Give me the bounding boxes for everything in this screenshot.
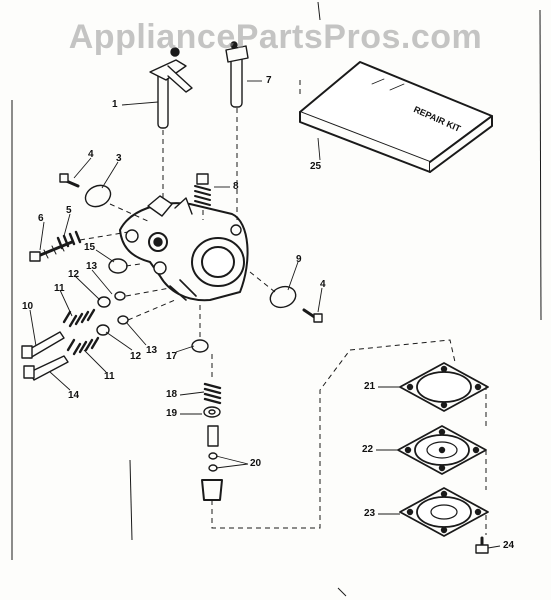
part-washer-19 — [203, 406, 221, 418]
part-spring-8 — [194, 173, 211, 206]
callout-9: 9 — [296, 254, 302, 265]
callout-13-lower: 13 — [146, 345, 158, 356]
part-choke-plate-9 — [269, 285, 297, 309]
part-spring-5 — [56, 230, 82, 250]
callout-11-upper: 11 — [54, 283, 65, 294]
part-throttle-plate-3 — [84, 184, 112, 208]
part-o-ring-12-upper — [97, 296, 111, 308]
part-spring-11-upper — [62, 308, 96, 328]
callout-4-right: 4 — [320, 279, 326, 290]
part-washer-13-upper — [114, 291, 126, 301]
callout-20: 20 — [250, 458, 262, 469]
callout-4-upper: 4 — [88, 149, 94, 160]
callout-7: 7 — [266, 75, 272, 86]
callout-13-upper: 13 — [86, 261, 98, 272]
part-screw-4-upper — [59, 173, 80, 188]
callout-19: 19 — [166, 408, 178, 419]
part-spring-11-lower — [66, 336, 100, 356]
part-spring-18 — [203, 382, 222, 405]
callout-11-lower: 11 — [104, 371, 115, 382]
callout-12-lower: 12 — [130, 351, 142, 362]
part-carburetor-body — [119, 195, 249, 302]
callout-14: 14 — [68, 390, 80, 401]
callout-23: 23 — [364, 508, 376, 519]
callout-25: 25 — [310, 161, 322, 172]
leader-lines — [29, 80, 501, 549]
part-o-ring-12-lower — [96, 324, 110, 336]
callout-6: 6 — [38, 213, 44, 224]
callout-10: 10 — [22, 301, 34, 312]
part-diaphragm-22 — [397, 425, 487, 475]
part-valve-20 — [201, 425, 223, 501]
callout-15: 15 — [84, 242, 96, 253]
assembly-guide-lines — [79, 80, 487, 535]
callout-18: 18 — [166, 389, 178, 400]
callout-1: 1 — [112, 99, 118, 110]
margin-lines — [11, 1, 542, 597]
part-screw-24 — [475, 536, 489, 554]
part-plug-17 — [191, 339, 209, 353]
callout-3: 3 — [116, 153, 122, 164]
callout-21: 21 — [364, 381, 376, 392]
part-repair-kit — [299, 61, 493, 173]
part-choke-shaft — [225, 41, 249, 108]
part-needle-10 — [21, 331, 65, 359]
part-gasket-21 — [399, 362, 489, 412]
part-cover-23 — [399, 487, 489, 537]
callout-12-upper: 12 — [68, 269, 80, 280]
callout-24: 24 — [503, 540, 515, 551]
part-throttle-shaft — [149, 47, 193, 129]
callout-22: 22 — [362, 444, 374, 455]
callout-8-right: 8 — [233, 181, 239, 192]
part-plug-15 — [108, 258, 128, 274]
callout-5: 5 — [66, 205, 72, 216]
part-screw-4-right — [302, 308, 323, 323]
callout-17: 17 — [166, 351, 178, 362]
part-screw-6 — [29, 240, 74, 262]
part-needle-14 — [23, 355, 69, 381]
